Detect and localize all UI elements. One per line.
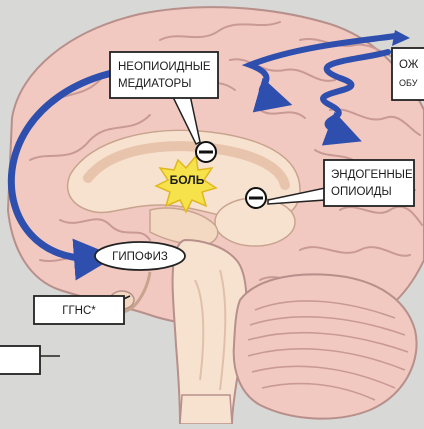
pain-label: БОЛЬ: [170, 173, 205, 187]
brainstem-line-2: [219, 269, 227, 391]
hpa-label: ГГНС*: [62, 305, 96, 317]
hypothalamus: [149, 207, 219, 246]
endogenous-line-2: ОПИОИДЫ: [331, 186, 392, 198]
ascending-zigzag-arrow: [320, 49, 391, 146]
lower-left-callout: [0, 345, 41, 375]
endogenous-line-1: ЭНДОГЕННЫЕ: [331, 169, 413, 181]
minus-circle-icon: [195, 141, 217, 163]
descending-pathway-arrow: [7, 64, 154, 281]
upper-arrowhead: [392, 30, 410, 46]
descending-zigzag-arrow: [241, 33, 398, 113]
cerebellum-folds: [247, 300, 409, 401]
pituitary-label: ГИПОФИЗ: [112, 251, 168, 263]
endogenous-callout: [323, 159, 415, 207]
top-right-line-2: ОБУ: [399, 78, 418, 88]
spinal-cord: [179, 394, 233, 425]
burst-star-icon: [154, 154, 218, 214]
non-opioid-line-2: МЕДИАТОРЫ: [118, 78, 191, 90]
brainstem-line: [194, 279, 205, 381]
hpa-callout: [33, 295, 125, 325]
minus-circle-icon: [245, 187, 267, 209]
non-opioid-callout: [109, 51, 219, 99]
pituitary-label-bubble: [94, 241, 186, 271]
top-right-line-1: ОЖ: [399, 59, 419, 71]
non-opioid-line-1: НЕОПИОИДНЫЕ: [118, 61, 211, 73]
top-right-callout: [391, 47, 424, 101]
